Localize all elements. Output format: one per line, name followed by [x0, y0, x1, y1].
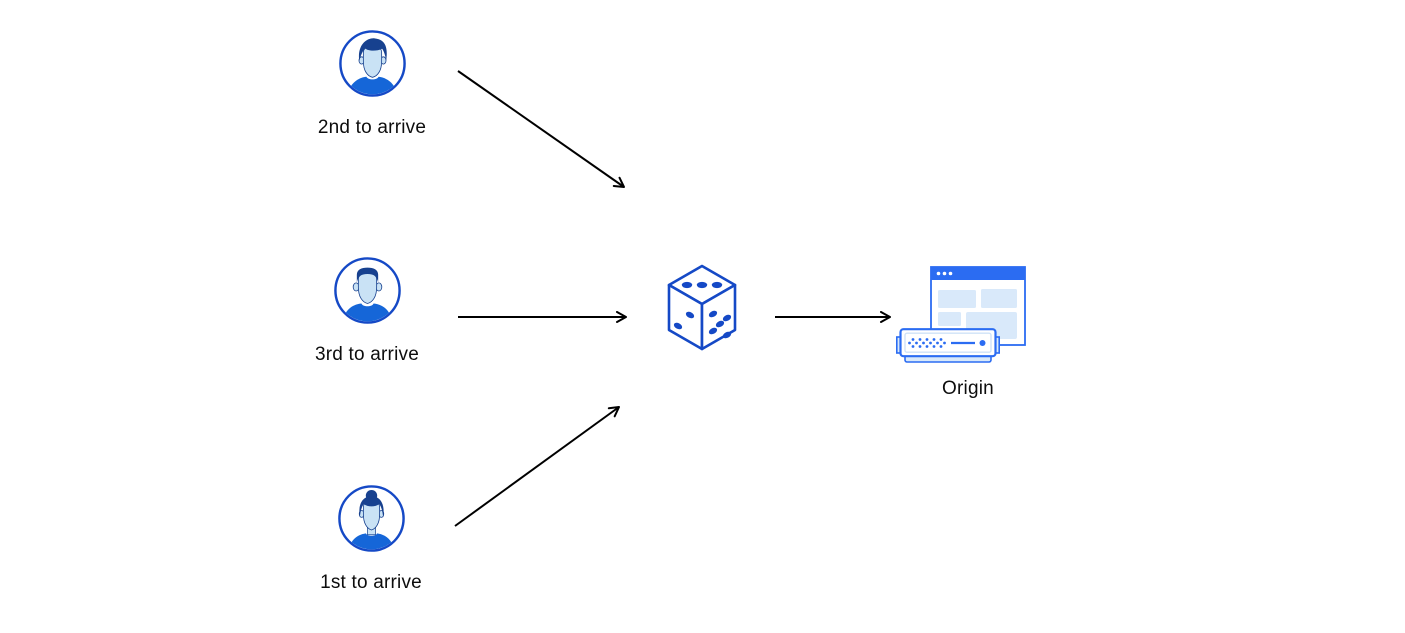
user-male-avatar-icon: [333, 257, 401, 324]
user-female-avatar-icon: [337, 485, 405, 552]
node-visitor-3rd: 3rd to arrive: [297, 257, 437, 366]
user-male-avatar-icon: [338, 30, 406, 97]
node-visitor-1st: 1st to arrive: [301, 485, 441, 594]
node-visitor-2nd: 2nd to arrive: [302, 30, 442, 139]
server-icon: [896, 328, 1000, 363]
node-random-selector: [666, 263, 738, 353]
arrow-visitor2-to-dice: [457, 70, 625, 188]
visitor-3rd-label: 3rd to arrive: [315, 344, 419, 365]
node-origin: Origin: [896, 264, 1036, 414]
dice-icon: [667, 264, 737, 351]
visitor-1st-label: 1st to arrive: [320, 572, 422, 593]
visitor-2nd-label: 2nd to arrive: [317, 117, 427, 138]
arrow-visitor1-to-dice: [454, 406, 620, 527]
origin-label: Origin: [942, 378, 994, 399]
